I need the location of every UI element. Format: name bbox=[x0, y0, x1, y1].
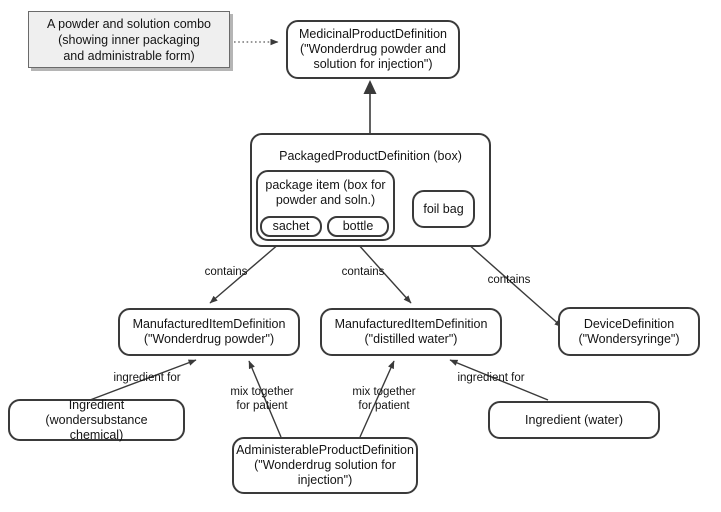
node-ingredient-chemical-label: Ingredient (wondersubstance chemical) bbox=[45, 397, 148, 442]
node-manufactured-item-water-label: ManufacturedItemDefinition ("distilled w… bbox=[334, 317, 488, 346]
edge-label-contains-foil: contains bbox=[487, 274, 531, 286]
node-administerable-product-definition-label: AdministerableProductDefinition ("Wonder… bbox=[236, 443, 414, 487]
node-ingredient-water[interactable]: Ingredient (water) bbox=[488, 401, 660, 439]
edge-label-contains-sachet: contains bbox=[204, 266, 248, 278]
node-medicinal-product-definition[interactable]: MedicinalProductDefinition ("Wonderdrug … bbox=[286, 20, 460, 79]
node-sachet-label: sachet bbox=[272, 219, 310, 233]
edge-label-ingredient-for-water: ingredient for bbox=[457, 372, 525, 384]
node-foil-bag[interactable]: foil bag bbox=[412, 190, 475, 228]
node-device-definition[interactable]: DeviceDefinition ("Wondersyringe") bbox=[558, 307, 700, 356]
edge-packaged-to-medicinal bbox=[363, 80, 377, 133]
node-device-definition-label: DeviceDefinition ("Wondersyringe") bbox=[578, 316, 680, 346]
node-ingredient-water-label: Ingredient (water) bbox=[525, 412, 623, 427]
edge-label-contains-bottle: contains bbox=[341, 266, 385, 278]
node-package-item-label: package item (box for powder and soln.) bbox=[265, 178, 386, 207]
node-manufactured-item-powder[interactable]: ManufacturedItemDefinition ("Wonderdrug … bbox=[118, 308, 300, 356]
edge-label-mix-powder: mix together for patient bbox=[230, 386, 294, 412]
node-manufactured-item-powder-label: ManufacturedItemDefinition ("Wonderdrug … bbox=[132, 317, 286, 346]
edge-label-mix-water: mix together for patient bbox=[352, 386, 416, 412]
note-text: A powder and solution combo (showing inn… bbox=[47, 16, 211, 63]
note-powder-solution-combo: A powder and solution combo (showing inn… bbox=[28, 11, 230, 68]
node-bottle-label: bottle bbox=[342, 219, 374, 233]
edge-label-ingredient-for-chemical: ingredient for bbox=[113, 372, 181, 384]
node-bottle[interactable]: bottle bbox=[327, 216, 389, 237]
node-administerable-product-definition[interactable]: AdministerableProductDefinition ("Wonder… bbox=[232, 437, 418, 494]
node-sachet[interactable]: sachet bbox=[260, 216, 322, 237]
node-medicinal-product-definition-label: MedicinalProductDefinition ("Wonderdrug … bbox=[299, 27, 447, 71]
node-foil-bag-label: foil bag bbox=[423, 201, 464, 216]
node-packaged-product-definition-label: PackagedProductDefinition (box) bbox=[279, 149, 462, 163]
node-manufactured-item-water[interactable]: ManufacturedItemDefinition ("distilled w… bbox=[320, 308, 502, 356]
node-ingredient-chemical[interactable]: Ingredient (wondersubstance chemical) bbox=[8, 397, 185, 442]
